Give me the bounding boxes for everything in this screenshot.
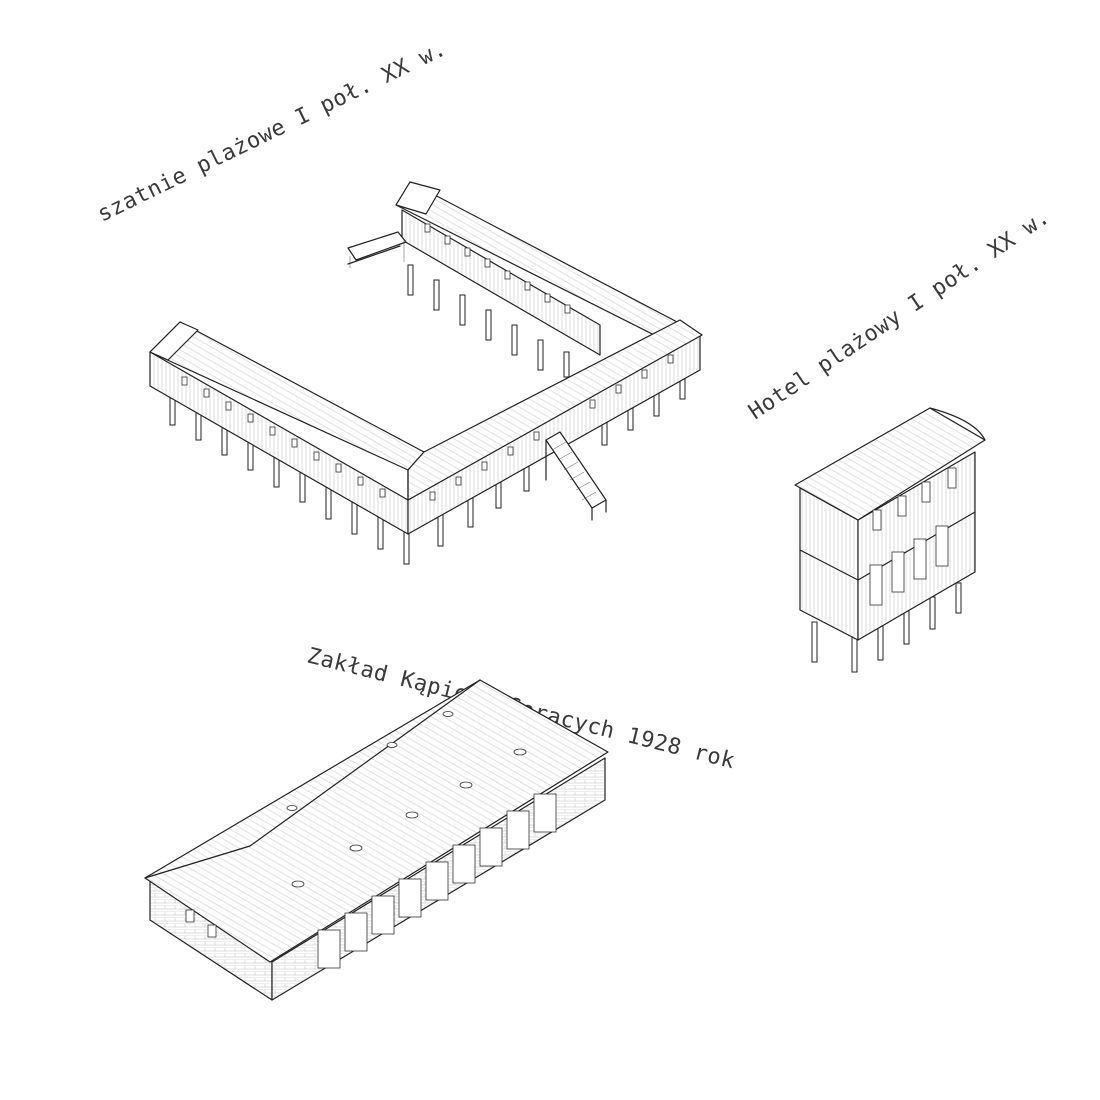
front-wing-windows	[429, 354, 674, 501]
baths-roof	[144, 679, 609, 963]
baths-arcade	[317, 793, 557, 969]
back-wing-windows	[424, 223, 571, 314]
label-beach-changing-rooms: szatnie plażowe I poł. XX w.	[94, 36, 451, 227]
back-wing-inner-wall	[401, 209, 601, 356]
label-beach-hotel: Hotel plażowy I poł. XX w.	[744, 204, 1054, 425]
left-wing-gable	[149, 321, 199, 361]
changing-rooms-front-posts	[437, 372, 686, 547]
hot-baths-building	[144, 679, 609, 1001]
front-wing-wall	[407, 334, 701, 535]
hotel-windows	[869, 467, 957, 606]
beach-hotel-building	[794, 407, 986, 673]
front-staircase	[545, 431, 607, 521]
changing-rooms-building	[149, 181, 703, 565]
baths-roof-vents	[286, 711, 527, 888]
back-staircase	[347, 231, 407, 268]
changing-rooms-back-posts	[407, 264, 570, 378]
left-wing-windows	[181, 376, 386, 498]
back-wing-gable	[395, 181, 441, 215]
